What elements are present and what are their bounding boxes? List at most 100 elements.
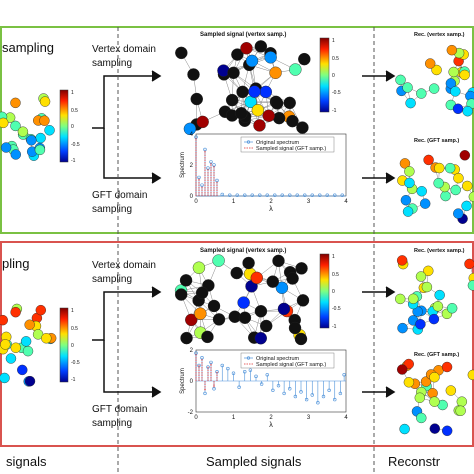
spectrum-legend: [240, 136, 335, 153]
colorbar-tick: 1: [71, 90, 74, 96]
graph-node: [421, 281, 433, 293]
graph-node: [10, 342, 21, 353]
original-stem-marker: [321, 394, 326, 399]
original-stem-marker: [299, 390, 303, 394]
spectrum-xtick: 0: [194, 199, 198, 205]
legend-marker-original: [246, 356, 251, 360]
graph-node: [445, 78, 457, 89]
original-stem-marker: [295, 193, 299, 197]
graph-node: [446, 44, 458, 56]
graph-node: [433, 177, 444, 189]
graph-node: [431, 64, 442, 76]
colorbar-tick: 0.5: [332, 272, 339, 278]
graph-node: [405, 97, 416, 109]
graph-node: [286, 114, 299, 128]
colorbar-tick: 0.5: [332, 56, 339, 62]
graph-node: [0, 339, 11, 350]
graph-node: [396, 255, 408, 266]
original-stem-marker: [310, 193, 314, 197]
original-stem-marker: [215, 178, 219, 183]
graph-node: [0, 117, 9, 129]
graph-node: [175, 288, 188, 301]
bottom-graph-title: Sampled signal (vertex samp.): [200, 248, 286, 254]
graph-node: [416, 88, 427, 99]
bottom-rec-title-1: Rec. (vertex samp.): [414, 248, 465, 254]
colorbar-tick: 0: [332, 289, 335, 295]
original-stem-marker: [231, 371, 236, 375]
top-rec-title-1: Rec. (vertex samp.): [414, 32, 465, 38]
graph-node: [179, 274, 193, 287]
graph-node: [251, 104, 265, 117]
graph-node: [39, 115, 50, 126]
bottom-gft-label-2: sampling: [92, 418, 132, 429]
graph-node: [238, 311, 252, 324]
original-stem-marker: [197, 175, 201, 180]
graph-node: [183, 122, 197, 136]
original-stem-marker: [304, 397, 309, 402]
original-stem-marker: [282, 391, 286, 396]
top-rec-graph-2: [397, 150, 474, 224]
graph-node: [425, 58, 436, 69]
graph-node: [5, 353, 17, 364]
original-stem-marker: [259, 382, 264, 386]
graph-node: [254, 332, 267, 345]
graph-node: [254, 40, 268, 53]
graph-node: [34, 144, 46, 156]
graph-node: [262, 109, 275, 122]
graph-node: [395, 74, 406, 86]
sampled-stem-marker: *: [213, 385, 215, 391]
spectrum-ytick: 4: [190, 132, 194, 138]
graph-node: [242, 256, 255, 270]
colorbar-tick: -1: [71, 158, 76, 164]
spectrum-xtick: 1: [232, 199, 236, 205]
graph-node: [468, 191, 474, 202]
graph-node: [275, 281, 289, 294]
colorbar-tick: -0.5: [71, 360, 80, 366]
graph-node: [455, 405, 466, 416]
graph-node: [432, 301, 444, 312]
graph-node: [408, 293, 419, 304]
graph-node: [20, 336, 32, 347]
graph-node: [201, 330, 214, 344]
sampled-stem-marker: *: [210, 163, 212, 169]
original-stem-marker: [273, 193, 277, 197]
graph-node: [230, 266, 243, 280]
graph-node: [464, 258, 474, 270]
legend-entry-sampled: Sampled signal (GFT samp.): [256, 362, 326, 368]
graph-node: [254, 305, 268, 318]
spectrum-xtick: 3: [307, 415, 311, 421]
graph-node: [212, 254, 225, 267]
graph-node: [269, 66, 282, 79]
graph-node: [441, 425, 453, 437]
sampled-stem-marker: *: [204, 151, 206, 157]
graph-node: [44, 125, 55, 136]
colorbar-tick: 0: [71, 124, 74, 130]
graph-node: [298, 52, 311, 66]
graph-node: [429, 372, 440, 383]
graph-node: [175, 46, 188, 60]
graph-node: [446, 303, 458, 314]
original-stem-marker: [194, 351, 198, 355]
graph-node: [429, 423, 441, 434]
top-rec-graph-1: [395, 44, 474, 117]
top-panel: sampling 1 0.5 0 -0.5 -1 Vertex domain s…: [0, 26, 474, 474]
sampled-stem-marker: *: [210, 364, 212, 370]
bottom-input-colorbar: 1 0.5 0 -0.5 -1: [59, 307, 80, 383]
graph-node: [428, 83, 440, 94]
top-sampled-graph: [175, 40, 311, 136]
top-input-graph: [0, 93, 55, 161]
colorbar-tick: 0.5: [71, 326, 78, 332]
graph-node: [461, 200, 472, 212]
top-sampled-colorbar: 1 0.5 0 -0.5 -1: [319, 37, 341, 114]
original-stem-marker: [342, 373, 346, 377]
graph-node: [266, 275, 279, 288]
graph-node: [225, 93, 239, 107]
graph-node: [400, 195, 412, 206]
graph-node: [434, 162, 445, 174]
graph-node: [283, 96, 296, 110]
column-label-reconstruction: Reconstr: [388, 454, 441, 469]
spectrum-xlabel: λ: [269, 206, 273, 213]
spectrum-xtick: 0: [194, 415, 198, 421]
colorbar-tick: -0.5: [71, 142, 80, 148]
graph-node: [456, 396, 468, 407]
